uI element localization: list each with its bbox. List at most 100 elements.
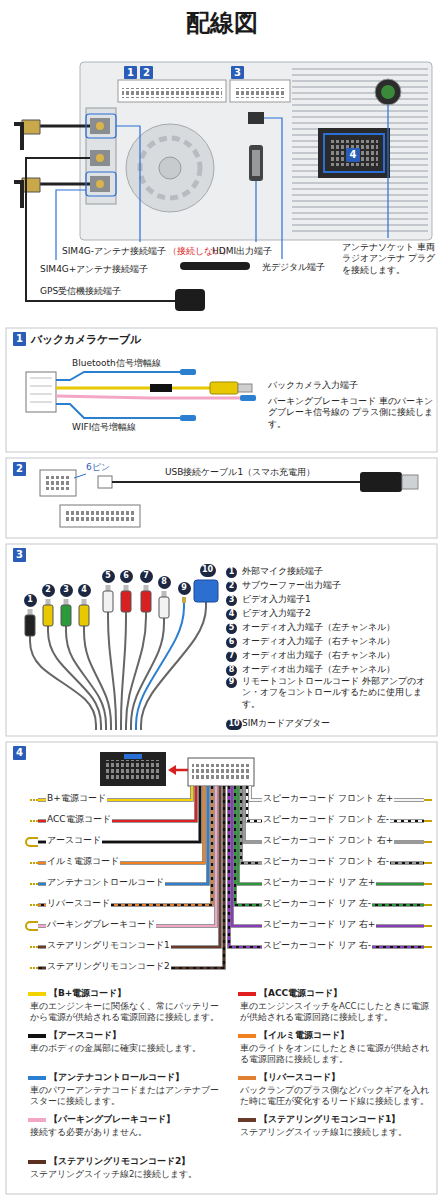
wire-label: スピーカーコード フロント 左+ [262, 793, 394, 804]
wire-tip [424, 925, 432, 927]
legend-entry: 【B+電源コード】 [28, 988, 126, 999]
callout-number: 1 [226, 567, 237, 578]
legend-note: バックランプのプラス側などバックギアを入れた時に電圧が変化するリード線に接続しま… [240, 1085, 432, 1106]
section-badge: 3 [13, 548, 26, 562]
camera-cable [26, 369, 256, 421]
legend-swatch [28, 1118, 46, 1122]
harness-wire [38, 786, 204, 863]
wire-tip [424, 862, 432, 864]
wire-label: ステアリングリモコンコード2 [46, 961, 171, 972]
gps-receiver [175, 289, 205, 311]
callout-text: 9 [229, 678, 235, 686]
wires [25, 580, 432, 968]
legend-text: 【パーキングブレーキコード】 [49, 1114, 175, 1124]
plug [61, 605, 71, 626]
part-label: USB接続ケーブル1（スマホ充電用） [165, 467, 315, 478]
plug-tip [144, 585, 149, 591]
legend-swatch [238, 1034, 256, 1038]
legend-note: 接続する必要がありません。 [30, 1127, 222, 1138]
wire-tip [30, 904, 38, 906]
section-badge: 3 [231, 66, 244, 79]
part-label: HDMI出力端子 [212, 246, 272, 257]
harness-wire [38, 786, 212, 905]
harness-wire [38, 786, 224, 968]
part-label: オーディオ出力端子（左チャンネル） [242, 664, 395, 675]
legend-entry: 【ACC電源コード】 [238, 988, 342, 999]
part-label: バックカメラケーブル [31, 333, 141, 347]
wire-label: スピーカーコード フロント 右- [262, 856, 390, 867]
wire-tip [30, 883, 38, 885]
wire-tip [30, 862, 38, 864]
legend-swatch [28, 992, 46, 996]
wire-label: イルミ電源コード [46, 856, 120, 867]
plug-tip [46, 599, 51, 605]
legend-entry: 【アンテナコントロールコード】 [28, 1072, 184, 1083]
section-badge: 2 [140, 66, 153, 79]
plug-tip [162, 591, 167, 597]
callout-text: 3 [16, 550, 23, 560]
callout-text: 7 [143, 572, 149, 580]
sim-adapter [194, 580, 218, 602]
harness-wire [38, 786, 200, 842]
wire-tip [30, 799, 38, 801]
part-label: バックカメラ入力端子 [268, 380, 358, 391]
plug [25, 615, 35, 636]
legend-swatch [238, 992, 256, 996]
section-badge: 1 [124, 66, 137, 79]
legend-text: 【イルミ電源コード】 [259, 1030, 349, 1040]
callout-number: 2 [226, 581, 237, 592]
title: 配線図 [0, 8, 443, 38]
part-label: SIMカードアダプター [242, 718, 330, 729]
callout-number: 6 [120, 570, 133, 583]
part-label: オーディオ入力端子（右チャンネル） [242, 636, 395, 647]
callout-text: 3 [229, 596, 235, 604]
wire-label: アースコード [46, 835, 102, 846]
sim-plus-port [90, 176, 110, 192]
callout-number: 8 [158, 576, 171, 589]
part-label: 光デジタル端子 [262, 262, 325, 273]
speaker-wire [235, 786, 424, 905]
wire-label: スピーカーコード フロント 左- [262, 814, 390, 825]
wire-tip [424, 883, 432, 885]
connector-3 [230, 80, 290, 102]
wire-label: B+電源コード [46, 793, 107, 804]
callout-number: 5 [226, 623, 237, 634]
legend-note: 車のライトをオンにしたときに電源が供給される電源回路に接続します。 [240, 1043, 432, 1064]
speaker-wire [229, 786, 424, 947]
part-label: SIM4G-アンテナ接続端子 [62, 246, 166, 257]
legend-note: ステアリングスイッチ線2に接続します。 [30, 1169, 222, 1180]
callout-text: 1 [27, 596, 33, 604]
legend-note: 車のパワーアンテナコードまたはアンテナブースターに接続します。 [30, 1085, 222, 1106]
wire-tip [424, 904, 432, 906]
wire-label: ACC電源コード [46, 814, 112, 825]
harness-wire [38, 786, 216, 926]
legend-swatch [238, 1076, 256, 1080]
callout-text: 2 [143, 68, 150, 78]
fan [126, 124, 214, 212]
plug-tip [82, 599, 87, 605]
legend-note: 車のエンジンスイッチをACCにしたときに電源が供給される電源回路に接続します。 [240, 1001, 432, 1022]
callout-text: 9 [181, 584, 187, 592]
speaker-wire [241, 786, 424, 863]
callout-text: 10 [202, 566, 213, 574]
harness-wire [38, 786, 204, 863]
callout-number: 1 [24, 594, 37, 607]
speaker-wire [244, 786, 424, 842]
antenna-cables [14, 120, 175, 301]
plug [103, 591, 113, 612]
remote-tip [182, 597, 186, 603]
part-label: WIFI信号増幅線 [72, 422, 136, 433]
rca-cable [108, 612, 116, 730]
harness-wire [38, 786, 220, 947]
speaker-wire [229, 786, 424, 947]
leader-lines [56, 105, 388, 260]
wire-tip [30, 820, 38, 822]
section-badge: 2 [13, 462, 26, 476]
part-label: ビデオ入力端子2 [242, 608, 311, 619]
rca-cable [121, 612, 126, 730]
callout-number: 9 [226, 677, 237, 688]
wire-tip [424, 799, 432, 801]
callout-number: 7 [226, 651, 237, 662]
wire-tip [30, 967, 38, 969]
